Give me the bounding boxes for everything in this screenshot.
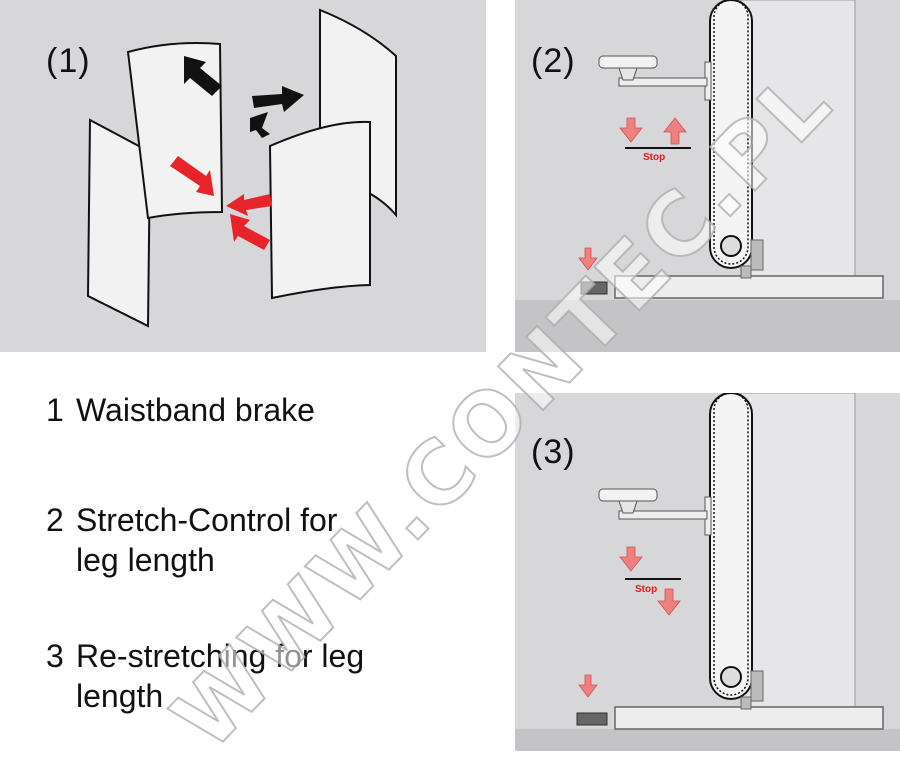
pink-arrow-down xyxy=(619,117,643,143)
pink-arrow-down-1 xyxy=(619,546,643,572)
legend-item-1: 1 Waistband brake xyxy=(46,390,315,430)
panel-3-label: (3) xyxy=(531,433,576,471)
legend-text-cont: length xyxy=(76,678,164,714)
pink-arrow-small xyxy=(578,247,598,271)
sheet-left xyxy=(86,118,152,328)
legend-text: Waistband brake xyxy=(76,392,315,428)
legend-text: Re-stretching for leg xyxy=(76,638,365,674)
restretching-illustration: Stop xyxy=(515,393,900,751)
pink-arrow-small-3 xyxy=(578,674,598,698)
pink-arrow-up xyxy=(663,117,687,145)
panel-waistband-brake: (1) xyxy=(0,0,486,352)
legend-number: 3 xyxy=(46,638,64,674)
panel-2-label: (2) xyxy=(531,42,576,80)
black-arrow-3 xyxy=(250,112,270,138)
legend-number: 2 xyxy=(46,502,64,538)
panel-stretch-control: Stop (2) xyxy=(515,0,900,352)
legend-text: Stretch-Control for xyxy=(76,502,338,538)
stretch-control-illustration: Stop xyxy=(515,0,900,352)
legend-item-2: 2 Stretch-Control for leg length xyxy=(46,500,337,580)
legend-item-3: 3 Re-stretching for leg length xyxy=(46,636,364,716)
red-arrow-1 xyxy=(170,156,214,196)
stop-label-2: Stop xyxy=(643,152,665,163)
black-arrow-2 xyxy=(252,86,304,112)
sheet-front-right xyxy=(268,120,371,300)
red-arrow-3 xyxy=(230,214,270,250)
waistband-brake-illustration xyxy=(86,8,397,328)
stop-label-3: Stop xyxy=(635,584,657,595)
legend-text-cont: leg length xyxy=(76,542,215,578)
black-arrow-1 xyxy=(184,56,222,96)
legend-number: 1 xyxy=(46,392,64,428)
panel-1-label: (1) xyxy=(46,42,91,80)
panel-restretching: Stop (3) xyxy=(515,393,900,751)
pink-arrow-down-2 xyxy=(657,588,681,616)
red-arrow-2 xyxy=(226,194,272,216)
